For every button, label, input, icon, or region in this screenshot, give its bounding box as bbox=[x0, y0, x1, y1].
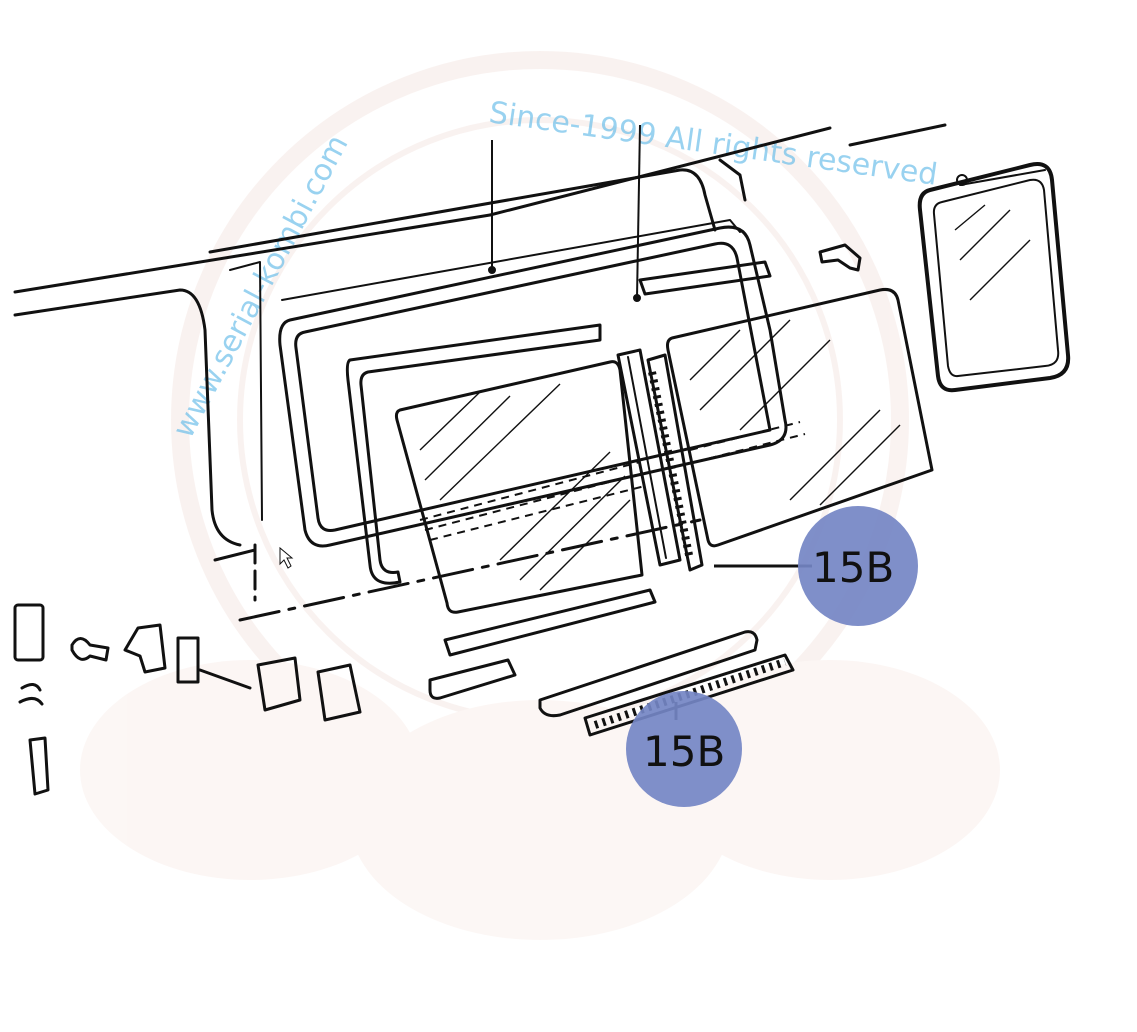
cursor-arrow-icon bbox=[279, 546, 294, 569]
callout-15b-lower-label: 15B bbox=[643, 727, 725, 776]
pointer-lines bbox=[488, 124, 641, 302]
upper-seal-strip bbox=[638, 260, 772, 296]
fixed-glass-right bbox=[666, 288, 934, 548]
rear-window-assembly bbox=[917, 162, 1071, 393]
van-body-outline bbox=[13, 123, 947, 622]
runner-guide bbox=[428, 658, 517, 700]
center-rail bbox=[616, 348, 704, 572]
lower-seal-strips bbox=[443, 588, 795, 737]
callout-15b-lower: 15B bbox=[626, 691, 742, 807]
window-seal-frame bbox=[278, 219, 788, 548]
corner-clip bbox=[818, 243, 862, 272]
window-channel-frame bbox=[345, 323, 602, 585]
callout-15b-upper-label: 15B bbox=[812, 543, 894, 592]
sliding-glass-left bbox=[394, 360, 646, 614]
hardware-parts bbox=[13, 603, 362, 796]
callout-15b-upper: 15B bbox=[714, 506, 918, 626]
